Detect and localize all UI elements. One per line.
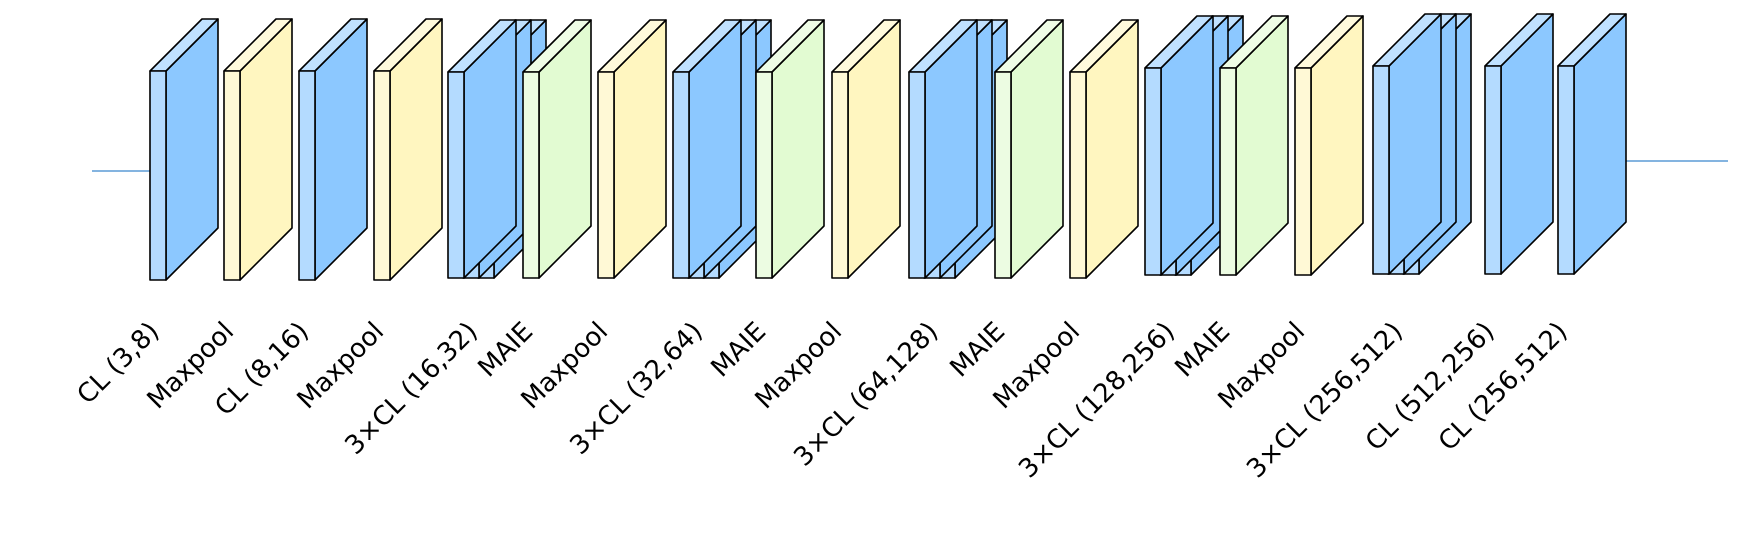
layer-block-pool <box>1294 15 1364 276</box>
layer-block-conv <box>1484 13 1554 275</box>
layer-block-conv <box>1372 13 1472 275</box>
block-front-face <box>1069 71 1087 279</box>
layer-label: CL (256,512) <box>1433 316 1574 458</box>
layer-block-maie <box>755 19 825 279</box>
block-front-face <box>1484 65 1502 275</box>
layer-block-maie <box>522 19 592 279</box>
layer-block-conv <box>908 19 1008 279</box>
block-front-face <box>1294 67 1312 276</box>
layer-block-maie <box>1219 15 1289 276</box>
block-front-face <box>597 71 615 279</box>
block-front-face <box>1372 65 1390 275</box>
layer-block-conv <box>298 18 368 281</box>
layer-block-pool <box>373 18 443 281</box>
layer-block-pool <box>831 19 901 279</box>
block-front-face <box>908 71 926 279</box>
block-front-face <box>298 70 316 281</box>
block-front-face <box>1219 67 1237 276</box>
layer-label: MAIE <box>472 316 540 384</box>
layer-block-conv <box>149 18 219 281</box>
block-front-face <box>223 70 241 281</box>
block-front-face <box>149 70 167 281</box>
block-front-face <box>831 71 849 279</box>
block-front-face <box>1144 67 1162 276</box>
block-front-face <box>447 71 465 279</box>
layer-label: MAIE <box>705 316 773 384</box>
layer-block-pool <box>1069 19 1139 279</box>
layer-block-pool <box>597 19 667 279</box>
layer-label: MAIE <box>944 316 1012 384</box>
block-front-face <box>672 71 690 279</box>
block-front-face <box>373 70 391 281</box>
layer-block-maie <box>994 19 1064 279</box>
block-front-face <box>755 71 773 279</box>
layer-block-conv <box>1557 13 1627 275</box>
block-front-face <box>994 71 1012 279</box>
block-front-face <box>522 71 540 279</box>
block-front-face <box>1557 65 1575 275</box>
layer-blocks <box>149 13 1627 281</box>
layer-block-pool <box>223 18 293 281</box>
layer-block-conv <box>672 19 772 279</box>
layer-label: MAIE <box>1169 316 1237 384</box>
